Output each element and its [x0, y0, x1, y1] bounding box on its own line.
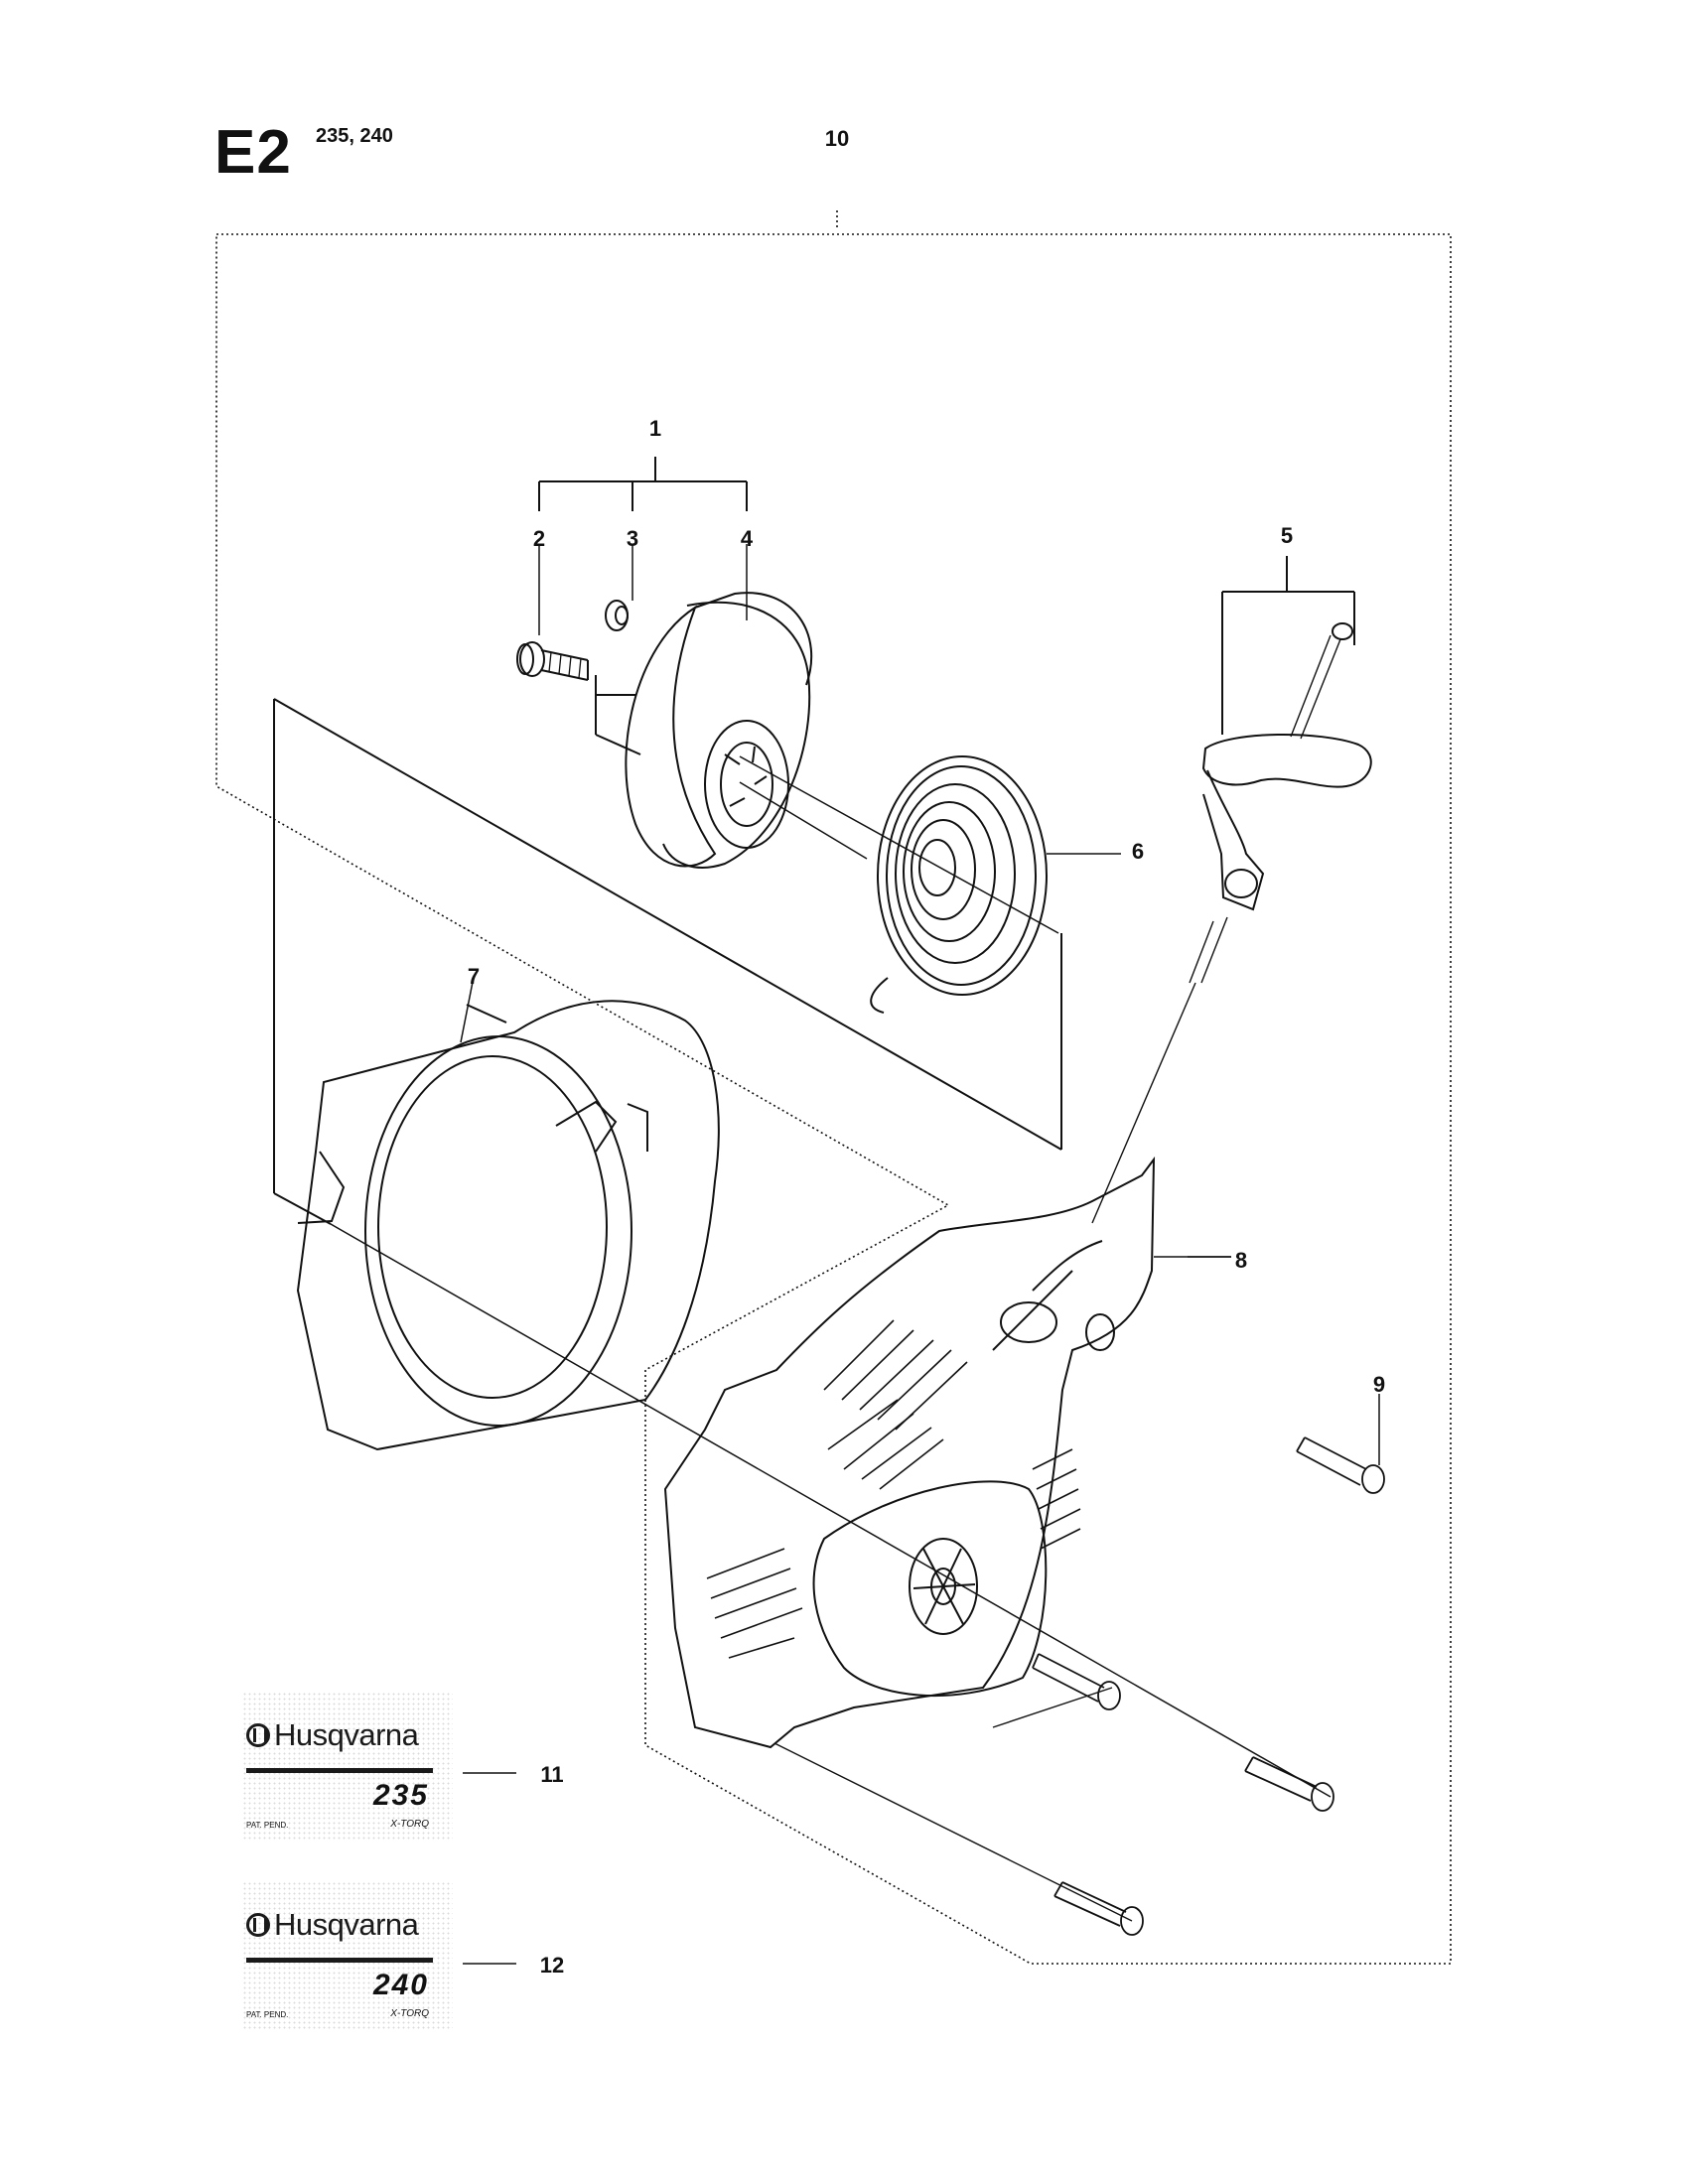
callout-6: 6 [1131, 839, 1145, 864]
decal-bar [246, 1958, 433, 1963]
decal-series-text: X-TORQ [390, 1819, 429, 1830]
bracket-5 [1221, 556, 1355, 735]
decal-bar [246, 1768, 433, 1773]
brand-logo: Husqvarna [246, 1717, 419, 1753]
washer-part-3 [605, 600, 629, 631]
axis-line [330, 781, 1332, 1798]
leader-lines [460, 544, 1231, 1965]
decal-model-number: 240 [372, 1969, 429, 2001]
callout-11: 11 [540, 1762, 564, 1787]
callout-1: 1 [648, 416, 662, 441]
callout-10: 10 [824, 126, 850, 151]
decal-series-text: X-TORQ [390, 2008, 429, 2019]
callout-3: 3 [626, 526, 639, 551]
screw-part-2 [516, 641, 589, 681]
brand-logo: Husqvarna [246, 1907, 419, 1943]
callout-8: 8 [1234, 1248, 1248, 1273]
callout-2: 2 [532, 526, 546, 551]
callout-12: 12 [539, 1953, 565, 1978]
decal-patent-text: PAT. PEND. [246, 1821, 289, 1830]
starter-housing-part-8 [663, 1156, 1231, 1749]
bracket-1 [538, 457, 748, 511]
callout-4: 4 [740, 526, 754, 551]
callout-7: 7 [467, 964, 481, 989]
decal-texture [242, 1881, 453, 2030]
brand-name: Husqvarna [274, 1907, 419, 1942]
brand-name: Husqvarna [274, 1717, 419, 1752]
assembly-boundary [215, 210, 1452, 1965]
section-code: E2 [214, 118, 292, 187]
decal-part-12: Husqvarna 240 PAT. PEND. X-TORQ [242, 1881, 453, 2030]
starter-pulley-part-4 [595, 592, 813, 869]
decal-model-number: 235 [372, 1779, 429, 1812]
callout-5: 5 [1280, 523, 1294, 548]
recoil-spring-part-6 [870, 755, 1121, 1014]
decal-texture [242, 1692, 453, 1841]
screw-part-9 [773, 1394, 1385, 1936]
husqvarna-crown-icon [246, 1913, 270, 1937]
model-numbers: 235, 240 [316, 125, 393, 147]
decal-part-11: Husqvarna 235 PAT. PEND. X-TORQ [242, 1692, 453, 1841]
fan-guard-part-7 [296, 1000, 720, 1451]
decal-patent-text: PAT. PEND. [246, 2010, 289, 2019]
starter-handle-part-5 [1091, 622, 1372, 1224]
husqvarna-crown-icon [246, 1723, 270, 1747]
callout-9: 9 [1372, 1372, 1386, 1397]
axis-outline [273, 698, 1062, 1225]
